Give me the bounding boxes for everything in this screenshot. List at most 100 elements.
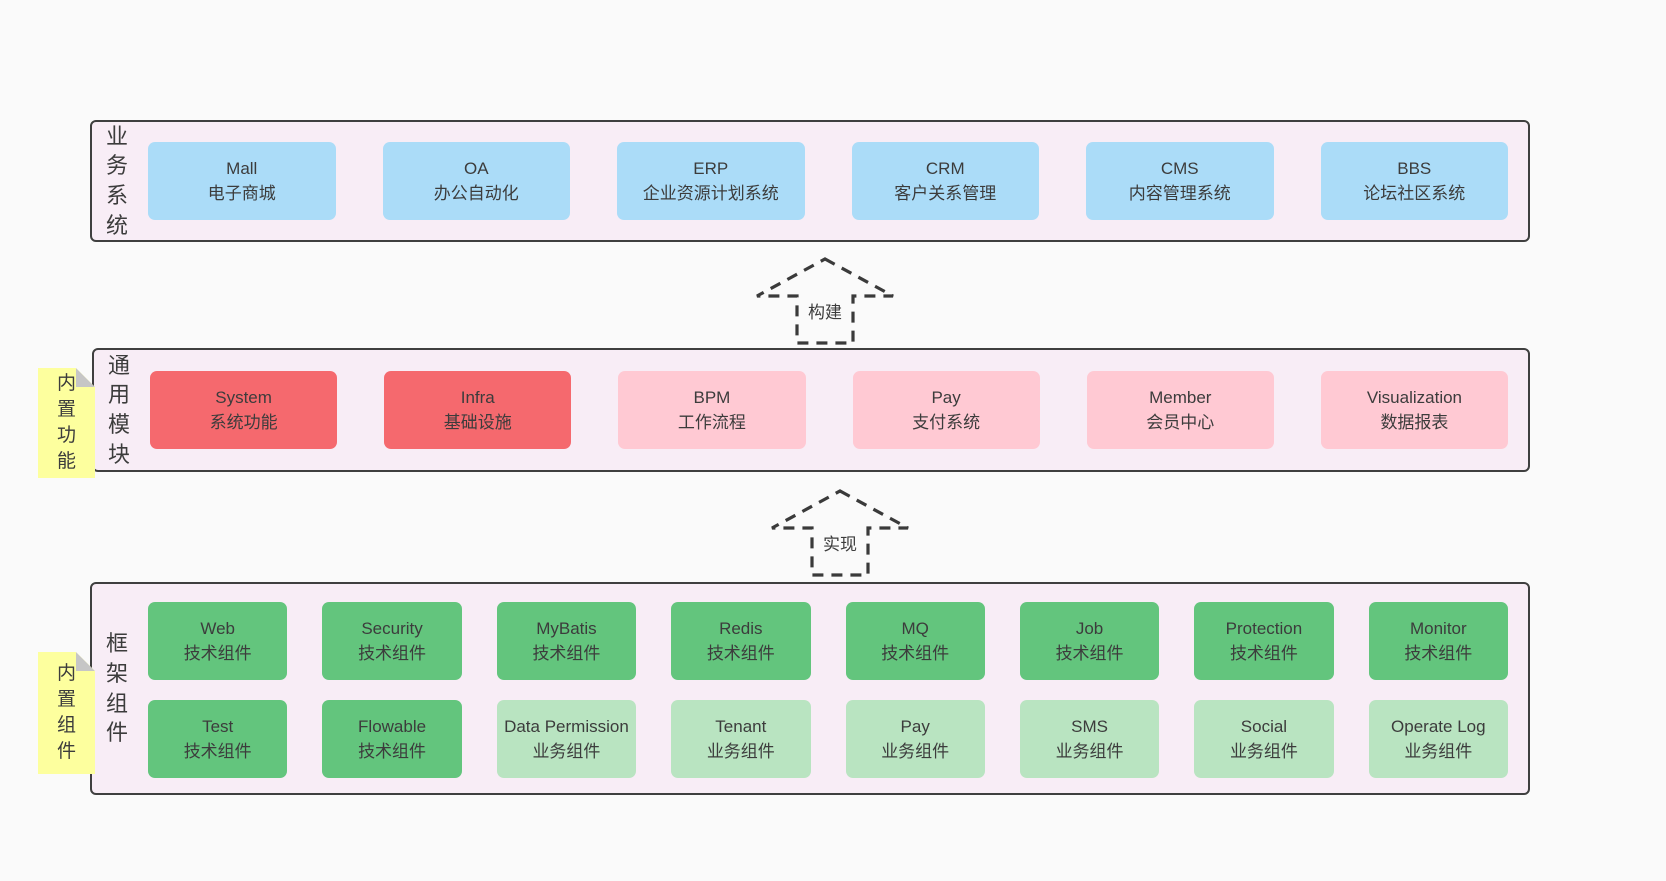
box-title: SMS xyxy=(1071,716,1108,736)
box-title: Web xyxy=(200,618,236,638)
system-box-bbs: BBS 论坛社区系统 xyxy=(1320,142,1508,220)
box-subtitle: 电子商城 xyxy=(207,184,276,203)
component-box-test: Test 技术组件 xyxy=(148,700,288,778)
box-subtitle: 工作流程 xyxy=(677,413,746,432)
box-title: Monitor xyxy=(1409,618,1467,638)
box-subtitle: 业务组件 xyxy=(881,742,950,761)
box-title: CMS xyxy=(1160,158,1199,178)
component-box-tenant: Tenant 业务组件 xyxy=(671,700,811,778)
box-subtitle: 技术组件 xyxy=(706,644,775,663)
box-subtitle: 业务组件 xyxy=(532,742,601,761)
box-subtitle: 技术组件 xyxy=(1229,644,1298,663)
component-box-web: Web 技术组件 xyxy=(148,602,288,680)
component-box-flowable: Flowable 技术组件 xyxy=(322,700,462,778)
box-subtitle: 论坛社区系统 xyxy=(1363,184,1466,203)
framework-components-layer: 框架组件 Web 技术组件 Security 技术组件 MyBatis 技术组件… xyxy=(90,582,1530,795)
module-box-pay: Pay 支付系统 xyxy=(852,371,1040,449)
component-box-job: Job 技术组件 xyxy=(1019,602,1160,680)
box-subtitle: 技术组件 xyxy=(881,644,950,663)
box-subtitle: 技术组件 xyxy=(1055,644,1124,663)
component-box-social: Social 业务组件 xyxy=(1194,700,1334,778)
box-subtitle: 业务组件 xyxy=(1404,742,1473,761)
modules-box-row: System 系统功能 Infra 基础设施 BPM 工作流程 Pay 支付系统… xyxy=(150,350,1528,470)
box-title: Member xyxy=(1149,387,1212,407)
box-title: ERP xyxy=(693,158,729,178)
box-title: System xyxy=(215,387,272,407)
implement-arrow: 实现 xyxy=(765,488,915,578)
box-subtitle: 基础设施 xyxy=(443,413,512,432)
box-title: Data Permission xyxy=(504,716,629,736)
box-subtitle: 办公自动化 xyxy=(433,184,519,203)
component-box-security: Security 技术组件 xyxy=(322,602,462,680)
dashed-up-arrow-icon xyxy=(771,489,909,577)
component-box-mybatis: MyBatis 技术组件 xyxy=(496,602,637,680)
sticky-label: 内置组件 xyxy=(56,662,76,763)
box-title: Flowable xyxy=(358,716,427,736)
build-arrow: 构建 xyxy=(750,256,900,346)
sticky-label: 内置功能 xyxy=(56,372,76,473)
business-box-row: Mall 电子商城 OA 办公自动化 ERP 企业资源计划系统 CRM 客户关系… xyxy=(148,122,1528,240)
component-box-protection: Protection 技术组件 xyxy=(1194,602,1334,680)
box-subtitle: 技术组件 xyxy=(358,742,427,761)
box-title: Pay xyxy=(900,716,930,736)
box-title: CRM xyxy=(925,158,965,178)
module-box-bpm: BPM 工作流程 xyxy=(618,371,806,449)
dashed-up-arrow-icon xyxy=(756,257,894,345)
system-box-mall: Mall 电子商城 xyxy=(148,142,336,220)
box-title: Operate Log xyxy=(1391,716,1486,736)
framework-rows: Web 技术组件 Security 技术组件 MyBatis 技术组件 Redi… xyxy=(148,584,1528,793)
build-arrow-label: 构建 xyxy=(804,295,846,325)
system-box-cms: CMS 内容管理系统 xyxy=(1086,142,1274,220)
business-layer-label: 业务系统 xyxy=(106,123,130,238)
system-box-oa: OA 办公自动化 xyxy=(382,142,570,220)
framework-layer-label: 框架组件 xyxy=(106,631,130,746)
box-title: Visualization xyxy=(1366,387,1463,407)
box-title: Redis xyxy=(719,618,763,638)
box-title: Pay xyxy=(931,387,961,407)
box-title: Test xyxy=(202,716,234,736)
component-box-pay: Pay 业务组件 xyxy=(845,700,985,778)
component-box-data-permission: Data Permission 业务组件 xyxy=(496,700,637,778)
box-subtitle: 业务组件 xyxy=(706,742,775,761)
framework-box-row-1: Web 技术组件 Security 技术组件 MyBatis 技术组件 Redi… xyxy=(148,602,1508,680)
box-subtitle: 技术组件 xyxy=(532,644,601,663)
box-subtitle: 技术组件 xyxy=(183,742,252,761)
box-title: Infra xyxy=(460,387,495,407)
component-box-redis: Redis 技术组件 xyxy=(671,602,811,680)
box-title: Job xyxy=(1075,618,1104,638)
box-subtitle: 数据报表 xyxy=(1380,413,1449,432)
box-subtitle: 业务组件 xyxy=(1055,742,1124,761)
box-subtitle: 系统功能 xyxy=(209,413,278,432)
box-subtitle: 客户关系管理 xyxy=(894,184,997,203)
builtin-components-sticky: 内置组件 xyxy=(38,652,95,774)
box-subtitle: 技术组件 xyxy=(183,644,252,663)
box-title: Security xyxy=(361,618,423,638)
modules-layer-label: 通用模块 xyxy=(108,352,132,467)
box-title: BBS xyxy=(1397,158,1432,178)
box-title: OA xyxy=(463,158,489,178)
business-systems-layer: 业务系统 Mall 电子商城 OA 办公自动化 ERP 企业资源计划系统 CRM… xyxy=(90,120,1530,242)
box-title: Protection xyxy=(1225,618,1303,638)
framework-box-row-2: Test 技术组件 Flowable 技术组件 Data Permission … xyxy=(148,700,1508,778)
box-subtitle: 会员中心 xyxy=(1146,413,1215,432)
box-title: Mall xyxy=(226,158,258,178)
component-box-sms: SMS 业务组件 xyxy=(1019,700,1160,778)
box-subtitle: 内容管理系统 xyxy=(1128,184,1231,203)
box-subtitle: 业务组件 xyxy=(1229,742,1298,761)
module-box-member: Member 会员中心 xyxy=(1086,371,1274,449)
module-box-infra: Infra 基础设施 xyxy=(384,371,572,449)
box-subtitle: 技术组件 xyxy=(1404,644,1473,663)
box-subtitle: 支付系统 xyxy=(912,413,981,432)
box-subtitle: 技术组件 xyxy=(358,644,427,663)
component-box-operate-log: Operate Log 业务组件 xyxy=(1368,700,1508,778)
box-title: Tenant xyxy=(715,716,767,736)
builtin-functions-sticky: 内置功能 xyxy=(38,368,95,478)
box-title: Social xyxy=(1240,716,1288,736)
module-box-system: System 系统功能 xyxy=(150,371,338,449)
system-box-crm: CRM 客户关系管理 xyxy=(851,142,1039,220)
common-modules-layer: 通用模块 System 系统功能 Infra 基础设施 BPM 工作流程 Pay… xyxy=(92,348,1530,472)
implement-arrow-label: 实现 xyxy=(819,527,861,557)
component-box-mq: MQ 技术组件 xyxy=(845,602,985,680)
box-subtitle: 企业资源计划系统 xyxy=(642,184,779,203)
